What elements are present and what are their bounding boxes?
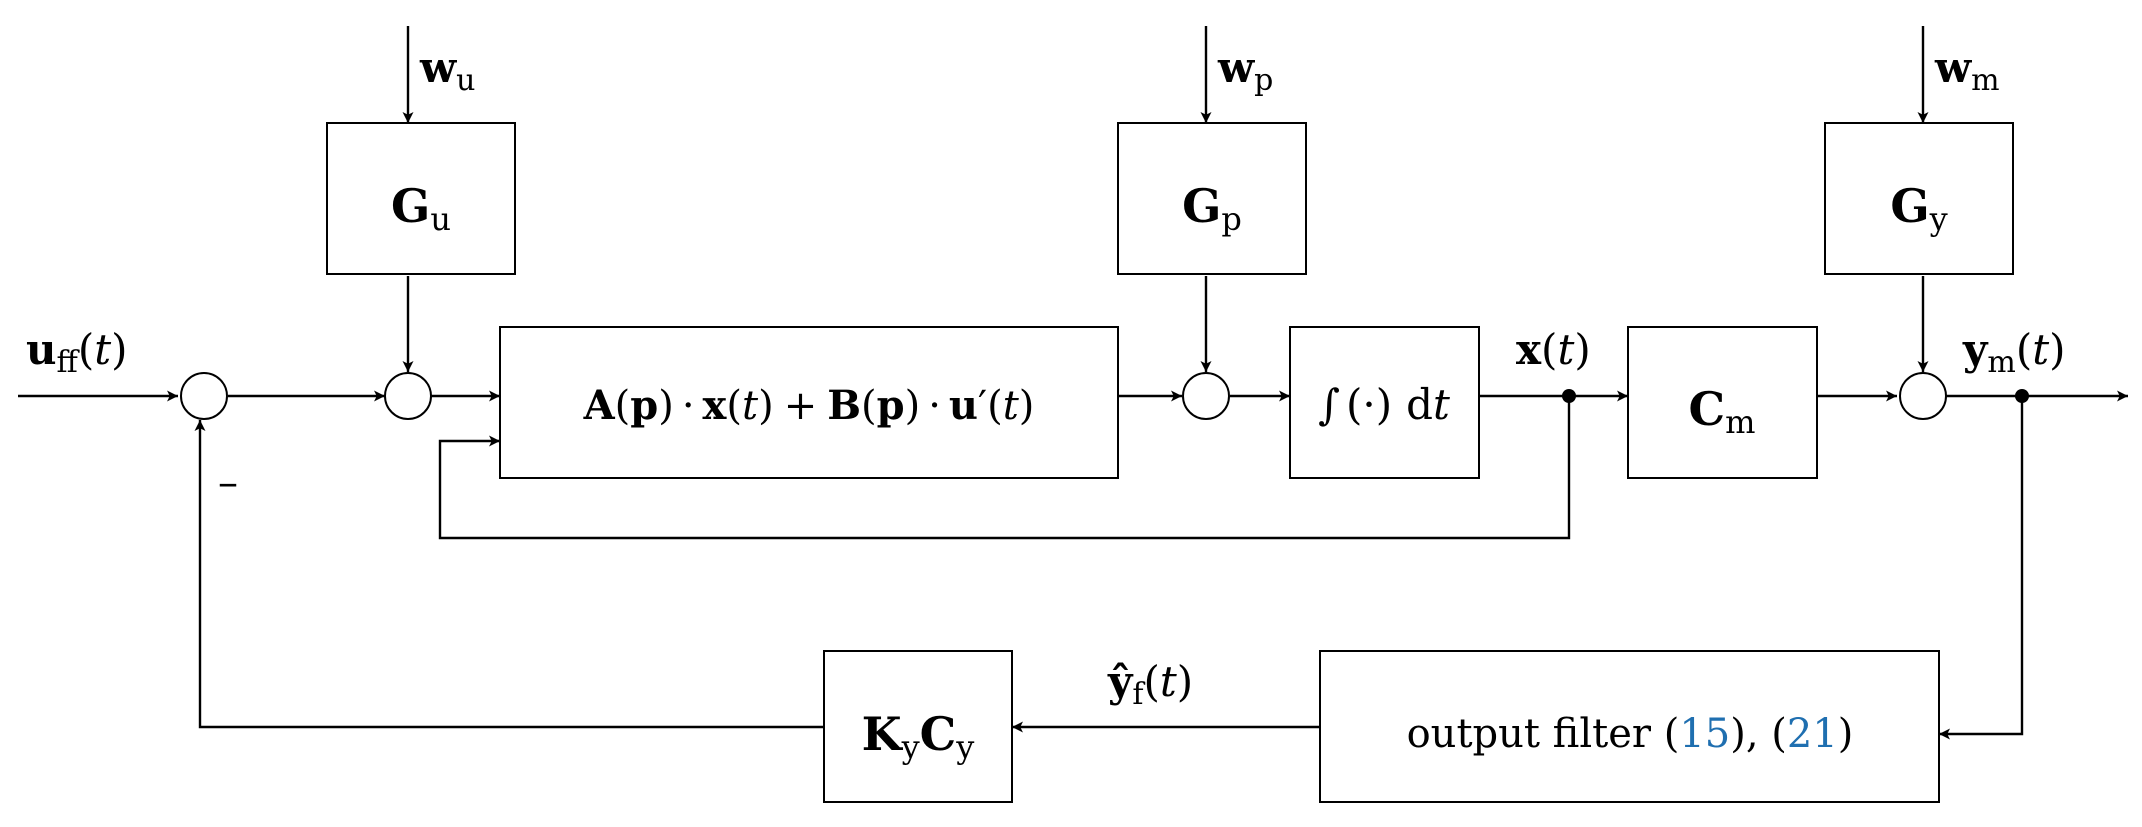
output-filter-label: output filter (15), (21) — [1407, 711, 1854, 757]
block-gu — [326, 122, 516, 275]
gy-label: Gy — [1890, 179, 1947, 238]
state-feedback-line — [438, 396, 1571, 540]
gain-label: KyCy — [862, 707, 975, 766]
summing-junction-measurement-noise — [1899, 372, 1947, 420]
gu-label: Gu — [391, 179, 451, 238]
ym-junction-dot — [2015, 389, 2029, 403]
block-gp — [1117, 122, 1307, 275]
x-junction-dot — [1562, 389, 1576, 403]
block-gain-kycy — [823, 650, 1013, 803]
cm-label: Cm — [1689, 382, 1756, 441]
uff-label: uff(t) — [26, 325, 128, 380]
block-cm — [1627, 326, 1818, 479]
ym-label: ym(t) — [1962, 325, 2066, 380]
block-integrator — [1289, 326, 1480, 479]
yhat-f-label: ŷf(t) — [1107, 657, 1193, 712]
x-label: x(t) — [1516, 325, 1591, 374]
wu-label: wu — [419, 43, 475, 98]
wp-label: wp — [1217, 43, 1273, 98]
ym-to-filter-line — [1939, 396, 2024, 740]
ref-15-link[interactable]: 15 — [1679, 711, 1730, 757]
block-output-filter — [1319, 650, 1940, 803]
block-dynamics — [499, 326, 1119, 479]
signal-lines — [18, 26, 2128, 740]
minus-sign: – — [218, 460, 238, 506]
block-gy — [1824, 122, 2014, 275]
dynamics-label: A(p)·x(t)+B(p)·u′(t) — [583, 382, 1035, 429]
summing-junction-input-noise — [384, 372, 432, 420]
integrator-label: ∫(·)dt — [1318, 380, 1450, 429]
summing-junction-process-noise — [1182, 372, 1230, 420]
gp-label: Gp — [1182, 179, 1242, 238]
summing-junction-feedback — [180, 372, 228, 420]
ref-21-link[interactable]: 21 — [1787, 711, 1838, 757]
gain-feedback-line — [194, 420, 824, 729]
wm-label: wm — [1934, 43, 2000, 98]
